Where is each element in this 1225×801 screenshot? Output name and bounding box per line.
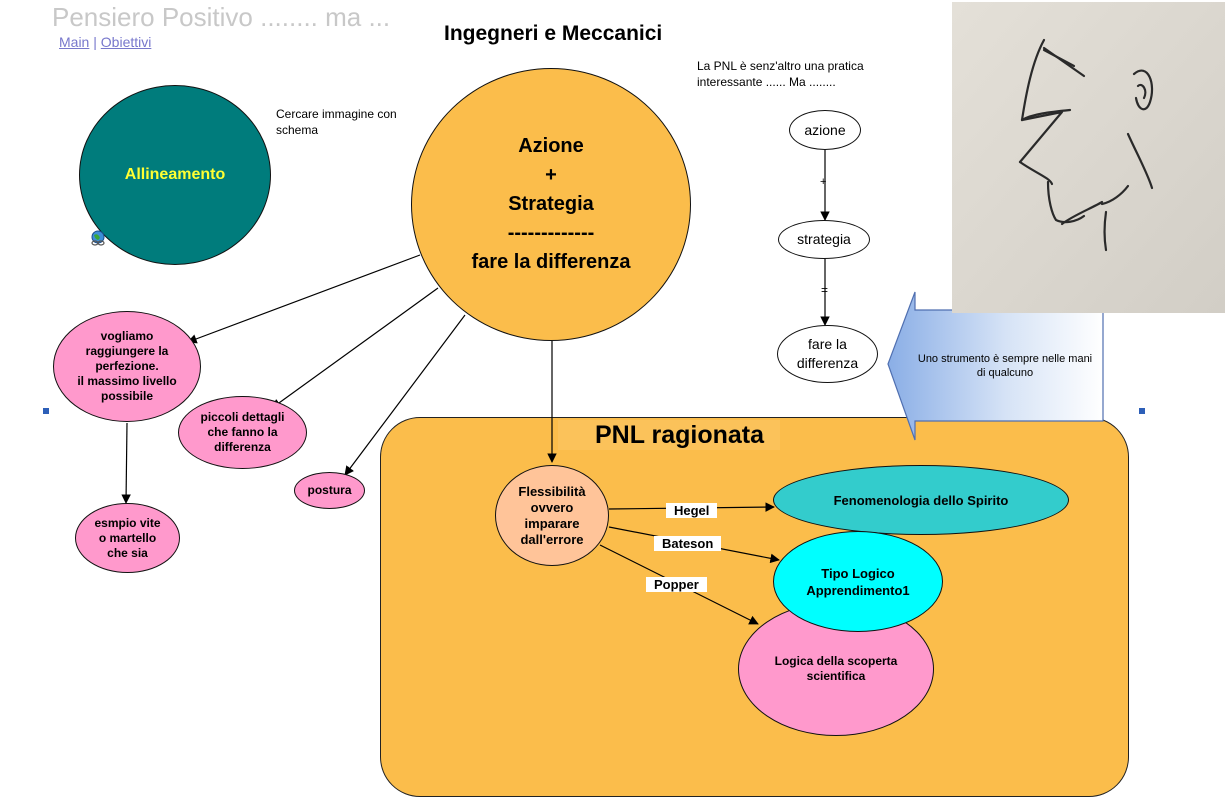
image-note: Cercare immagine con schema (276, 107, 397, 137)
nav-objectives-link[interactable]: Obiettivi (100, 34, 152, 50)
example-line-3: che sia (107, 545, 148, 560)
edge-perfection-example (121, 422, 131, 504)
nav-main-link[interactable]: Main (59, 34, 90, 50)
flexibility-line-1: Flessibilità (518, 483, 586, 499)
nav-bar: Main | Obiettivi (59, 34, 151, 50)
central-line-azione: Azione (518, 135, 584, 157)
details-node[interactable]: piccoli dettagli che fanno la differenza (178, 396, 307, 469)
formula-differenza-line-1: fare la (808, 336, 847, 352)
formula-strategia-label: strategia (797, 231, 851, 247)
central-line-plus: + (545, 164, 557, 186)
central-line-strategia: Strategia (508, 193, 594, 215)
formula-azione-node[interactable]: azione (789, 110, 861, 150)
details-line-1: piccoli dettagli (200, 410, 285, 424)
alignment-label: Allineamento (124, 166, 226, 183)
edge-center-details (271, 287, 439, 409)
perfection-line-4: il massimo livello (77, 374, 177, 388)
selection-handle-left[interactable] (43, 408, 49, 414)
formula-differenza-node[interactable]: fare la differenza (777, 325, 878, 383)
sketch-face-icon (952, 2, 1225, 313)
formula-differenza-line-2: differenza (796, 355, 859, 371)
logic-discovery-line-1: Logica della scoperta (774, 654, 898, 668)
phenomenology-label: Fenomenologia dello Spirito (833, 492, 1009, 508)
selection-handle-right[interactable] (1139, 408, 1145, 414)
flexibility-line-2: ovvero (530, 499, 574, 515)
perfection-line-2: raggiungere la (85, 344, 169, 358)
formula-plus: + (820, 176, 827, 188)
flexibility-line-3: imparare (524, 515, 580, 531)
perfection-line-1: vogliamo (100, 329, 154, 343)
example-line-2: o martello (98, 530, 157, 545)
logical-type-line-2: Apprendimento1 (806, 582, 910, 598)
formula-equals: = (821, 283, 829, 297)
flexibility-line-4: dall'errore (520, 531, 584, 547)
details-line-2: che fanno la (207, 425, 278, 439)
pnl-title-highlight (558, 420, 780, 450)
logic-discovery-line-2: scientifica (806, 669, 866, 683)
pnl-note: La PNL è senz'altro una pratica interess… (697, 59, 864, 89)
phenomenology-node[interactable]: Fenomenologia dello Spirito (773, 465, 1069, 535)
logical-type-node[interactable]: Tipo Logico Apprendimento1 (773, 531, 943, 632)
edge-center-posture (344, 314, 466, 476)
formula-azione-label: azione (804, 121, 846, 138)
central-line-differenza: fare la differenza (471, 251, 631, 273)
main-heading: Ingegneri e Meccanici (444, 22, 663, 45)
globe-link-icon[interactable] (89, 229, 107, 247)
callout-text: Uno strumento è sempre nelle mani di qua… (917, 353, 1093, 379)
alignment-node[interactable]: Allineamento (79, 85, 271, 265)
pnl-box-title: PNL ragionata (595, 421, 765, 449)
perfection-node[interactable]: vogliamo raggiungere la perfezione. il m… (53, 311, 201, 422)
logical-type-line-1: Tipo Logico (821, 565, 895, 581)
central-node[interactable]: Azione + Strategia ------------- fare la… (411, 68, 691, 341)
posture-label: postura (307, 483, 352, 497)
edge-label-bateson: Bateson (654, 536, 722, 551)
example-line-1: esmpio vite (94, 515, 161, 530)
posture-node[interactable]: postura (294, 472, 365, 509)
perfection-line-5: possibile (100, 389, 153, 403)
details-line-3: differenza (214, 440, 271, 454)
perfection-line-3: perfezione. (95, 359, 159, 373)
nav-separator: | (93, 34, 97, 50)
example-node[interactable]: esmpio vite o martello che sia (75, 503, 180, 573)
edge-label-hegel: Hegel (666, 503, 718, 518)
page-title: Pensiero Positivo ........ ma ... (52, 2, 391, 32)
edge-label-popper: Popper (646, 577, 707, 592)
flexibility-node[interactable]: Flessibilità ovvero imparare dall'errore (495, 465, 609, 566)
central-line-divider: ------------- (507, 222, 595, 244)
formula-strategia-node[interactable]: strategia (778, 220, 870, 259)
callout-arrow-shape (887, 291, 1104, 441)
edge-center-perfection (187, 254, 421, 344)
